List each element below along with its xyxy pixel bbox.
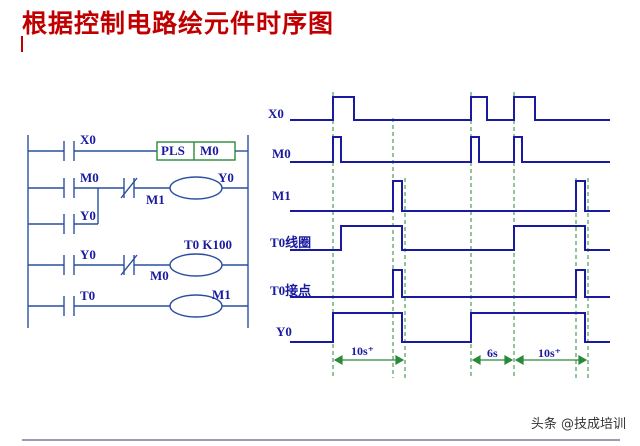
- signal-x0: X0: [268, 106, 284, 121]
- label-pls: PLS: [161, 143, 185, 158]
- duration-label-1: 10s⁺: [351, 344, 375, 358]
- t0-coil: [169, 253, 223, 277]
- label-x0: X0: [80, 132, 96, 147]
- duration-arrows: [333, 354, 588, 366]
- signal-t0-contact: T0接点: [270, 283, 312, 298]
- wave-t0-contact: [290, 269, 610, 298]
- y0-coil: [169, 176, 223, 200]
- label-t0-coil: T0 K100: [184, 237, 233, 252]
- duration-label-3: 10s⁺: [538, 346, 562, 360]
- slide-title: 根据控制电路绘元件时序图: [22, 9, 335, 38]
- m1-nc-slash: [120, 177, 138, 199]
- wave-m0: [290, 136, 610, 163]
- wave-t0-coil: [290, 225, 610, 251]
- wave-y0: [290, 312, 610, 343]
- wave-x0: [290, 96, 610, 121]
- label-y0-branch: Y0: [80, 208, 96, 223]
- label-m1-coil: M1: [212, 287, 231, 302]
- signal-y0: Y0: [276, 324, 292, 339]
- signal-m0: M0: [272, 146, 291, 161]
- label-y0-contact: Y0: [80, 247, 96, 262]
- label-t0-contact: T0: [80, 288, 96, 303]
- watermark-footer: 头条 @技成培训: [530, 417, 626, 432]
- signal-t0-coil: T0线圈: [270, 235, 312, 250]
- waveforms: [290, 96, 610, 343]
- label-pls-m0: M0: [200, 143, 219, 158]
- label-m1-nc: M1: [146, 192, 165, 207]
- signal-m1: M1: [272, 188, 291, 203]
- ladder-diagram: [27, 135, 249, 328]
- wave-m1: [290, 180, 610, 212]
- label-m0-contact: M0: [80, 170, 99, 185]
- label-m0-nc: M0: [150, 268, 169, 283]
- label-y0-coil: Y0: [218, 170, 234, 185]
- duration-label-2: 6s: [487, 346, 498, 360]
- guide-lines: [332, 92, 589, 378]
